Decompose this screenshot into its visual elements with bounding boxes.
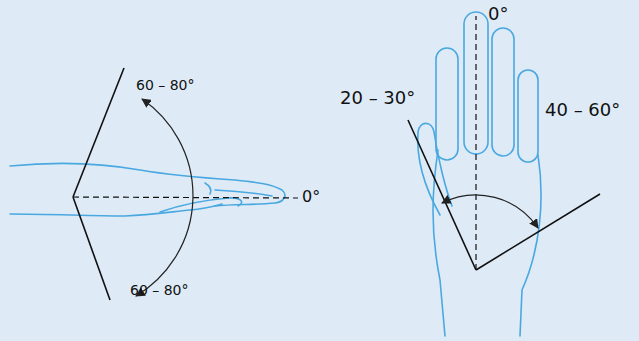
angle-label: 60 – 80° — [136, 78, 195, 93]
neutral-line — [73, 197, 298, 198]
motion-arc — [136, 99, 193, 296]
angle-label: 0° — [302, 188, 320, 206]
flexion-limit-line — [73, 197, 110, 300]
hand-palm-view — [418, 12, 541, 336]
angle-label: 0° — [488, 4, 508, 24]
ulnar-limit-line — [476, 194, 600, 270]
hand-side-view — [10, 163, 285, 216]
angle-label: 60 – 80° — [130, 283, 189, 298]
motion-arc — [442, 195, 538, 228]
angle-label: 20 – 30° — [340, 88, 415, 108]
neutral-line — [475, 16, 476, 270]
extension-limit-line — [73, 68, 124, 197]
angle-label: 40 – 60° — [545, 100, 620, 120]
